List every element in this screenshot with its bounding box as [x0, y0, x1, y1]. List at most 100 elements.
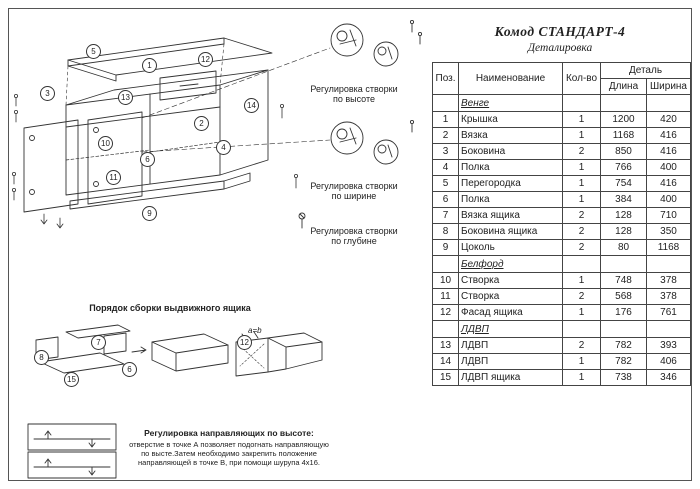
length-cell: 748	[600, 272, 647, 289]
width-cell: 350	[646, 223, 691, 240]
name-cell: Крышка	[458, 111, 563, 128]
name-cell: Створка	[458, 272, 563, 289]
pos-cell: 3	[432, 143, 459, 160]
document-subtitle: Деталировка	[527, 42, 593, 54]
parts-table: Поз. Наименование Кол-во Деталь Длина Ши…	[432, 62, 691, 386]
hinge-detail-height	[330, 19, 423, 67]
pos-cell: 1	[432, 111, 459, 128]
part-callout: 14	[244, 98, 259, 113]
length-cell: 384	[600, 191, 647, 208]
length-cell: 568	[600, 288, 647, 305]
name-cell: Перегородка	[458, 175, 563, 192]
section-row: Венге	[432, 94, 691, 112]
pos-cell: 13	[432, 337, 459, 354]
part-callout: 12	[198, 52, 213, 67]
pos-cell: 10	[432, 272, 459, 289]
part-callout: 13	[118, 90, 133, 105]
width-cell: 378	[646, 288, 691, 305]
width-cell: 416	[646, 127, 691, 144]
drawer-front-art	[159, 70, 217, 101]
part-callout: 7	[91, 335, 106, 350]
length-cell: 80	[600, 239, 647, 256]
part-callout: 11	[106, 170, 121, 185]
qty-cell: 2	[562, 223, 601, 240]
part-callout: 10	[98, 136, 113, 151]
adjustment-label-depth: Регулировка створки по глубине	[310, 226, 398, 247]
name-cell: ЛДВП	[458, 353, 563, 370]
pos-cell: 15	[432, 369, 459, 386]
width-cell: 710	[646, 207, 691, 224]
width-cell: 378	[646, 272, 691, 289]
section-label: Белфорд	[461, 258, 504, 270]
width-cell: 400	[646, 191, 691, 208]
col-header-qty: Кол-во	[562, 62, 601, 95]
qty-cell: 2	[562, 288, 601, 305]
doors-art	[23, 111, 143, 213]
part-callout: 2	[194, 116, 209, 131]
qty-cell: 1	[562, 353, 601, 370]
qty-cell: 1	[562, 369, 601, 386]
pos-cell: 8	[432, 223, 459, 240]
part-callout: 12	[237, 335, 252, 350]
part-callout: 1	[142, 58, 157, 73]
part-callout: 15	[64, 372, 79, 387]
width-cell: 393	[646, 337, 691, 354]
width-cell: 761	[646, 304, 691, 321]
col-header-detail: Деталь	[600, 62, 691, 79]
hinge-detail-depth	[298, 212, 306, 229]
part-callout: 9	[142, 206, 157, 221]
length-cell: 782	[600, 337, 647, 354]
name-cell: Цоколь	[458, 239, 563, 256]
name-cell: ЛДВП ящика	[458, 369, 563, 386]
drawer-assembly-title: Порядок сборки выдвижного ящика	[89, 303, 251, 313]
rail-diagrams	[27, 423, 117, 479]
qty-cell: 1	[562, 111, 601, 128]
pos-cell: 9	[432, 239, 459, 256]
length-cell: 850	[600, 143, 647, 160]
rail-note-line: отверстие в точке А позволяет подогнать …	[129, 439, 329, 449]
pos-cell: 5	[432, 175, 459, 192]
qty-cell: 1	[562, 191, 601, 208]
length-cell: 782	[600, 353, 647, 370]
section-row: ЛДВП	[432, 320, 691, 338]
fastener-icons	[11, 94, 298, 229]
name-cell: Боковина ящика	[458, 223, 563, 240]
width-cell: 346	[646, 369, 691, 386]
carcass-art	[65, 69, 269, 196]
col-header-pos: Поз.	[432, 62, 459, 95]
name-cell: Боковина	[458, 143, 563, 160]
qty-cell: 1	[562, 175, 601, 192]
adjustment-label-width: Регулировка створки по ширине	[310, 181, 398, 202]
drawer-ab-note: a=b	[248, 326, 262, 335]
name-cell: Вязка ящика	[458, 207, 563, 224]
document-title: Комод СТАНДАРТ-4	[494, 24, 626, 39]
hinge-leader-lines	[141, 47, 331, 153]
section-label: ЛДВП	[461, 323, 489, 335]
rail-note-line: по высте.Затем необходимо закрепить поло…	[141, 449, 317, 458]
pos-cell: 4	[432, 159, 459, 176]
part-callout: 8	[34, 350, 49, 365]
pos-cell: 11	[432, 288, 459, 305]
col-header-name: Наименование	[458, 62, 563, 95]
length-cell: 766	[600, 159, 647, 176]
width-cell: 416	[646, 175, 691, 192]
length-cell: 128	[600, 223, 647, 240]
length-cell: 1168	[600, 127, 647, 144]
part-callout: 6	[140, 152, 155, 167]
col-header-length: Длина	[600, 78, 647, 95]
name-cell: Створка	[458, 288, 563, 305]
